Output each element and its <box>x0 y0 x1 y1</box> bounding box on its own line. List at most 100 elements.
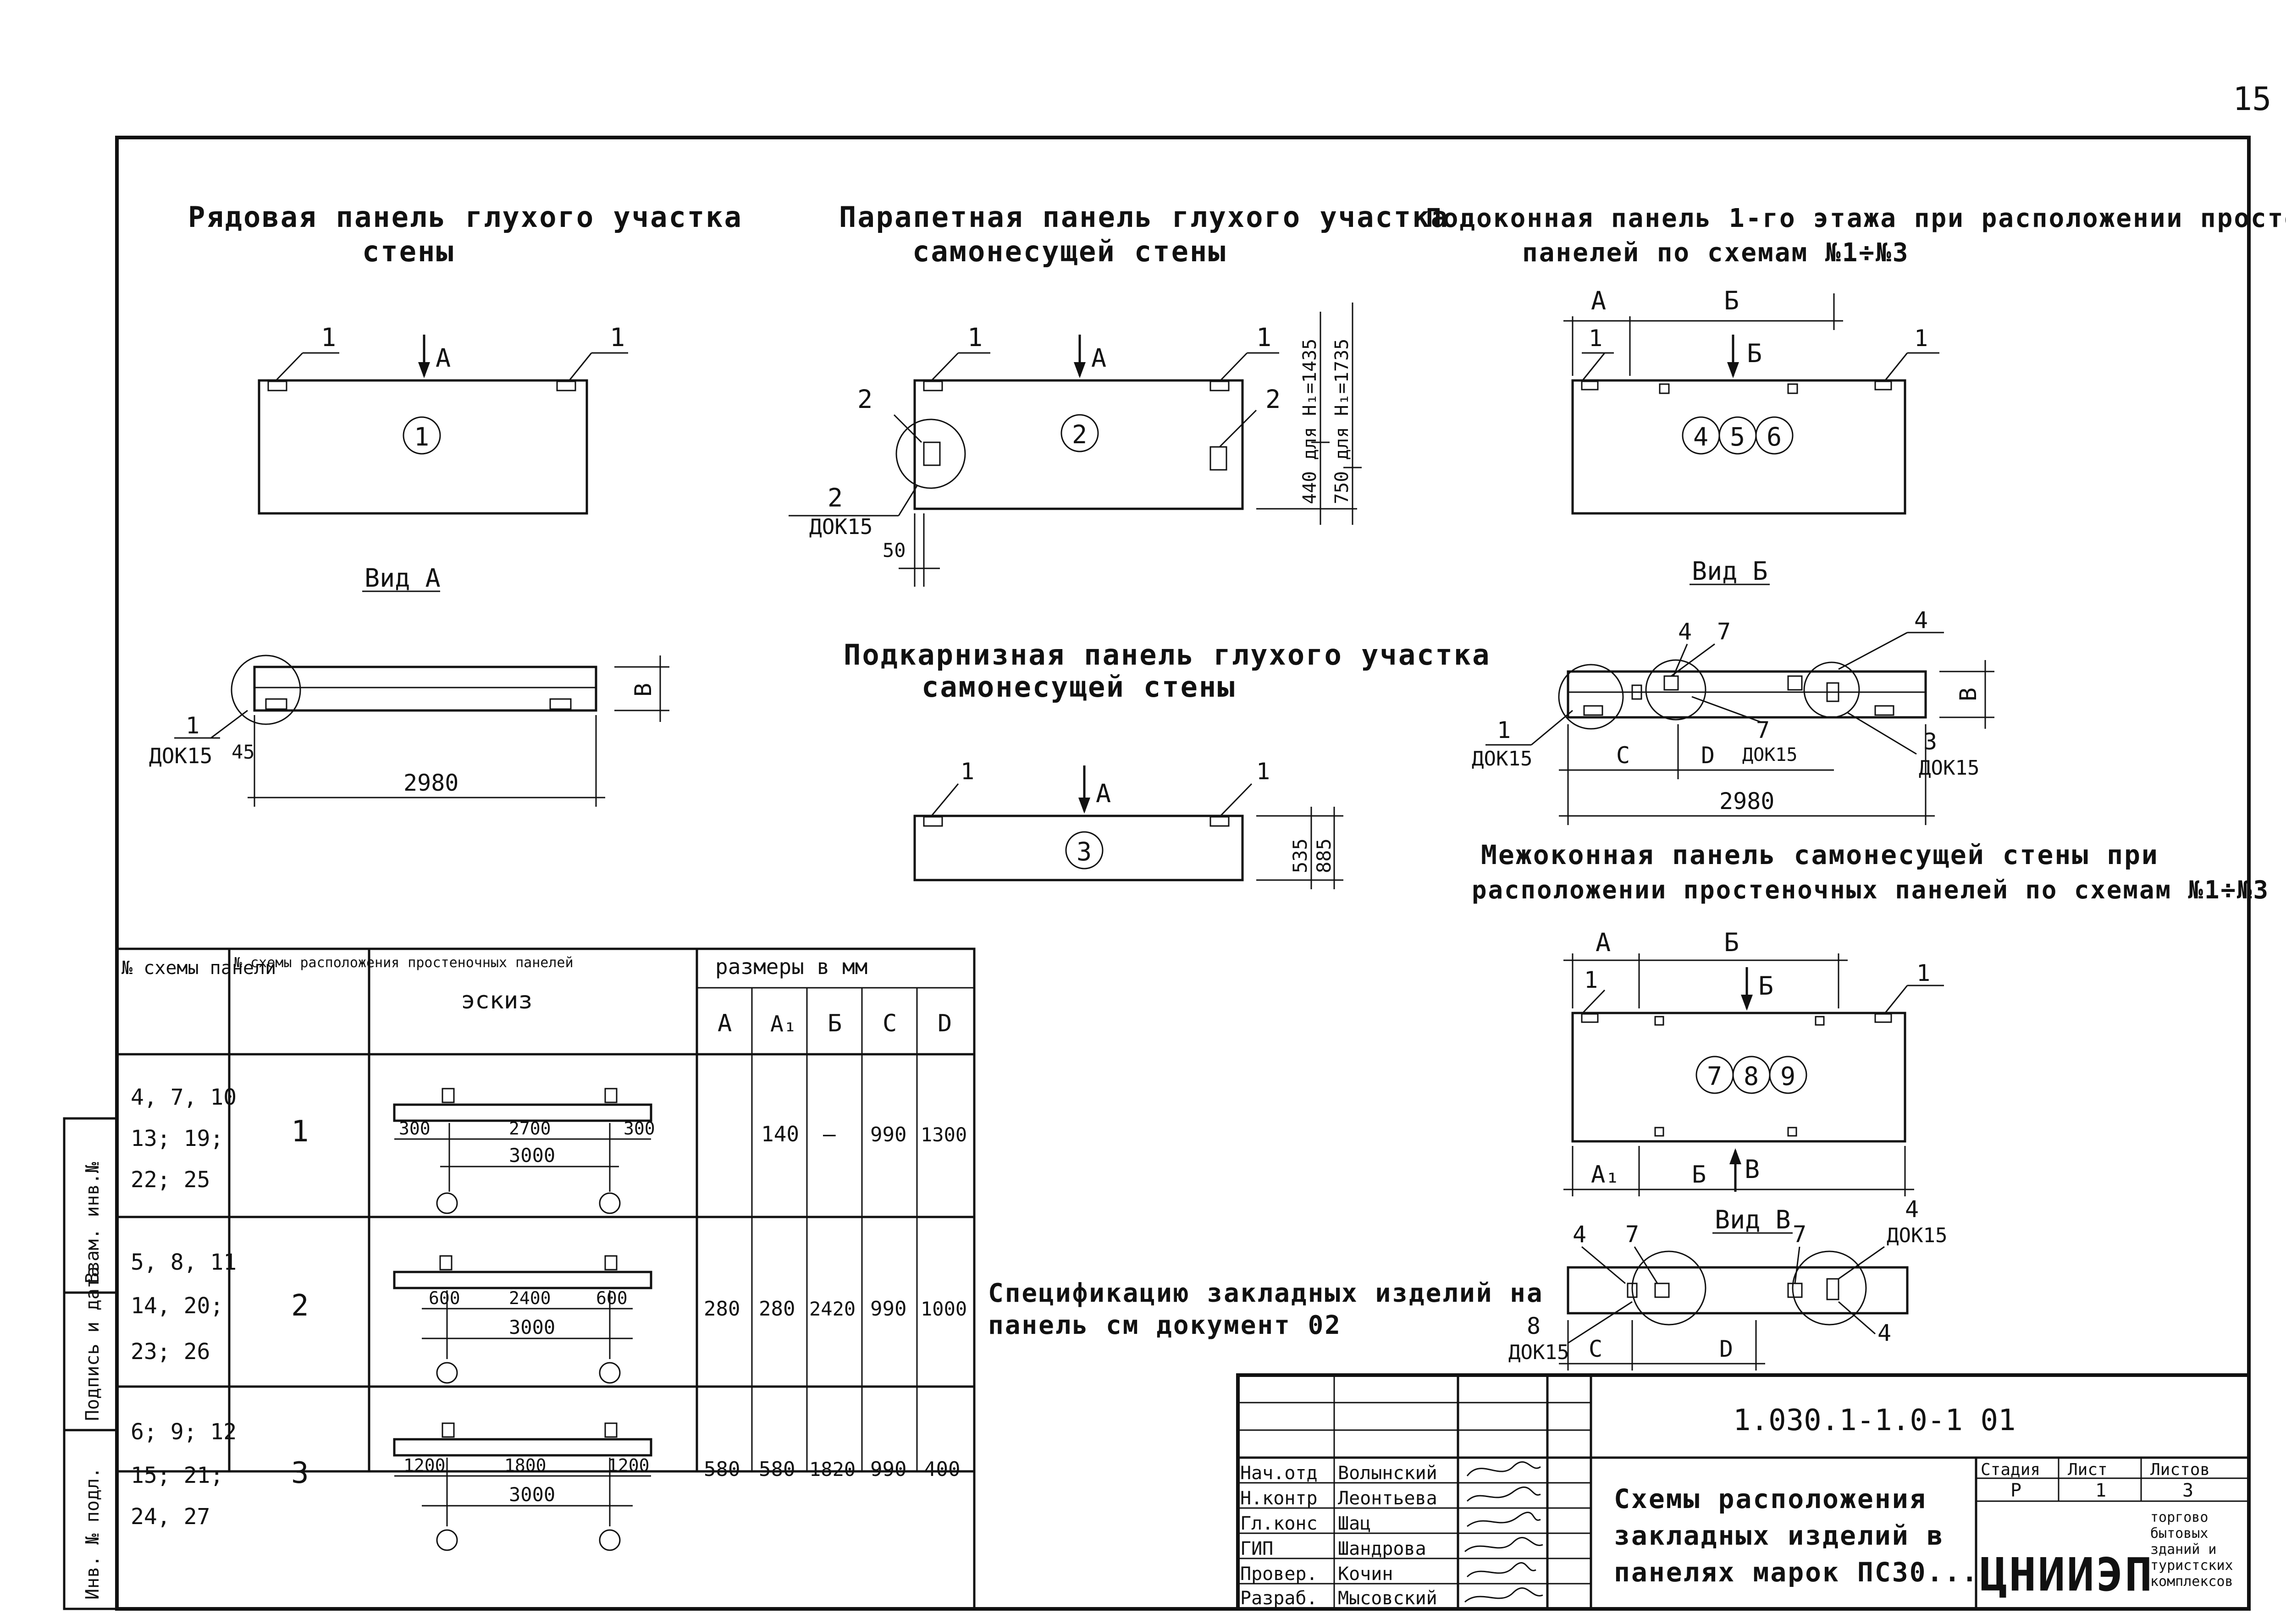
svg-text:1: 1 <box>961 758 974 785</box>
row-panel-view: Рядовая панель глухого участка стены 1 1… <box>149 200 743 807</box>
svg-text:Б: Б <box>1724 928 1739 957</box>
svg-text:4: 4 <box>1678 618 1692 645</box>
svg-text:23; 26: 23; 26 <box>131 1339 210 1365</box>
svg-text:2420: 2420 <box>809 1298 856 1320</box>
stamp-title-l1: Схемы расположения <box>1614 1483 1927 1514</box>
svg-text:3: 3 <box>291 1456 309 1490</box>
svg-text:1: 1 <box>1256 323 1271 352</box>
view-a-label: Вид А <box>364 563 441 593</box>
view-a-section <box>253 666 597 712</box>
svg-text:22; 25: 22; 25 <box>131 1167 210 1193</box>
th-scheme: № схемы панели <box>121 958 276 979</box>
title-block: 1.030.1-1.0-1 01 Нач.отд Волынский Н.кон… <box>1236 1373 2251 1611</box>
svg-text:Леонтьева: Леонтьева <box>1338 1488 1437 1509</box>
svg-text:600: 600 <box>596 1288 628 1308</box>
svg-text:7: 7 <box>1707 1062 1722 1091</box>
svg-text:990: 990 <box>870 1123 906 1146</box>
svg-text:А: А <box>1091 343 1106 373</box>
signature-1 <box>1466 1461 1541 1476</box>
svg-text:4: 4 <box>1573 1221 1586 1248</box>
svg-text:1: 1 <box>610 323 625 352</box>
svg-text:6: 6 <box>1767 422 1782 451</box>
dim-a-top: А <box>1591 286 1606 315</box>
svg-text:бытовых: бытовых <box>2150 1525 2208 1541</box>
svg-text:С: С <box>883 1010 897 1037</box>
svg-text:Б: Б <box>1747 339 1762 368</box>
drawing-code: 1.030.1-1.0-1 01 <box>1733 1404 2016 1437</box>
svg-text:ДОК15: ДОК15 <box>1887 1224 1947 1247</box>
svg-text:1: 1 <box>321 323 336 352</box>
svg-text:4: 4 <box>1877 1320 1891 1346</box>
stamp-title-l2: закладных изделий в <box>1614 1520 1944 1551</box>
org-logo: ЦНИИЭП <box>1980 1548 2153 1602</box>
cornice-outline <box>913 815 1244 881</box>
svg-text:13; 19;: 13; 19; <box>131 1126 223 1151</box>
svg-text:7: 7 <box>1793 1221 1806 1248</box>
svg-text:D: D <box>1719 1336 1733 1362</box>
svg-text:Мысовский: Мысовский <box>1338 1588 1437 1609</box>
svg-text:1200: 1200 <box>607 1455 650 1475</box>
svg-text:1: 1 <box>1256 758 1270 785</box>
table-row: 4, 7, 10 13; 19; 22; 25 1 140 — 990 1300… <box>131 1085 967 1214</box>
svg-text:С: С <box>1589 1336 1602 1362</box>
dim-parapet-440: 440 для Н₁=1435 <box>1299 339 1320 504</box>
svg-text:Лист: Лист <box>2068 1460 2108 1479</box>
cornice-title-l1: Подкарнизная панель глухого участка <box>844 638 1491 672</box>
dok15-label: ДОК15 <box>149 743 212 768</box>
svg-text:1: 1 <box>967 323 983 352</box>
sketch-scheme-2: 600 2400 600 3000 <box>393 1255 652 1384</box>
svg-text:8: 8 <box>1527 1313 1541 1339</box>
svg-text:600: 600 <box>429 1288 460 1308</box>
svg-text:1200: 1200 <box>403 1455 446 1475</box>
svg-text:D: D <box>938 1010 952 1037</box>
svg-text:6; 9; 12: 6; 9; 12 <box>131 1419 237 1445</box>
row-panel-title-l1: Рядовая панель глухого участка <box>188 200 743 234</box>
svg-text:4: 4 <box>1905 1196 1919 1222</box>
svg-text:1: 1 <box>1584 967 1598 993</box>
svg-text:1: 1 <box>2095 1480 2106 1501</box>
svg-text:15; 21;: 15; 21; <box>131 1463 223 1488</box>
dim-d-b: D <box>1701 742 1715 769</box>
svg-text:1300: 1300 <box>921 1123 967 1146</box>
svg-text:24, 27: 24, 27 <box>131 1504 210 1530</box>
sketch-scheme-1: 300 2700 300 3000 <box>393 1088 655 1214</box>
cornice-panel-view: Подкарнизная панель глухого участка само… <box>844 638 1491 889</box>
outer-frame <box>115 136 2251 1611</box>
interwindow-outline <box>1571 1012 1906 1143</box>
parapet-outline <box>913 379 1244 510</box>
side-stamp-inv: Инв. № подл. <box>82 1467 103 1600</box>
dim-c-b: С <box>1616 742 1630 769</box>
svg-text:7: 7 <box>1717 618 1731 645</box>
svg-text:Б: Б <box>828 1010 842 1037</box>
row-panel-title-l2: стены <box>362 235 455 268</box>
svg-text:5: 5 <box>1730 422 1745 451</box>
sill-title-l2: панелей по схемам №1÷№3 <box>1522 238 1909 268</box>
th-dims: размеры в мм <box>715 954 867 979</box>
svg-text:Б: Б <box>1692 1161 1706 1189</box>
sill-outline <box>1571 379 1906 515</box>
panel-mark-2 <box>1060 414 1099 452</box>
svg-text:Б: Б <box>1758 971 1773 1001</box>
svg-text:4: 4 <box>1693 422 1708 451</box>
view-v-section <box>1567 1266 1909 1315</box>
svg-text:2: 2 <box>1072 420 1087 449</box>
svg-text:ГИП: ГИП <box>1240 1538 1273 1559</box>
svg-text:1: 1 <box>414 422 429 451</box>
svg-text:1: 1 <box>1916 960 1930 986</box>
table-row: 6; 9; 12 15; 21; 24, 27 3 580 580 1820 9… <box>131 1419 960 1551</box>
svg-text:туристских: туристских <box>2150 1558 2233 1574</box>
svg-text:Разраб.: Разраб. <box>1240 1588 1318 1609</box>
svg-text:Гл.конс: Гл.конс <box>1240 1513 1318 1534</box>
signature-4 <box>1464 1537 1543 1552</box>
signature-5 <box>1466 1562 1536 1578</box>
dim-885: 885 <box>1313 838 1335 873</box>
row-panel-outline <box>258 379 588 515</box>
svg-text:А₁: А₁ <box>770 1011 797 1037</box>
svg-text:990: 990 <box>870 1297 906 1321</box>
svg-text:1820: 1820 <box>809 1458 856 1481</box>
dim-a1: А₁ <box>1591 1161 1620 1189</box>
svg-text:—: — <box>823 1122 836 1146</box>
dim-2980-b: 2980 <box>1719 788 1774 815</box>
svg-text:400: 400 <box>924 1458 960 1481</box>
